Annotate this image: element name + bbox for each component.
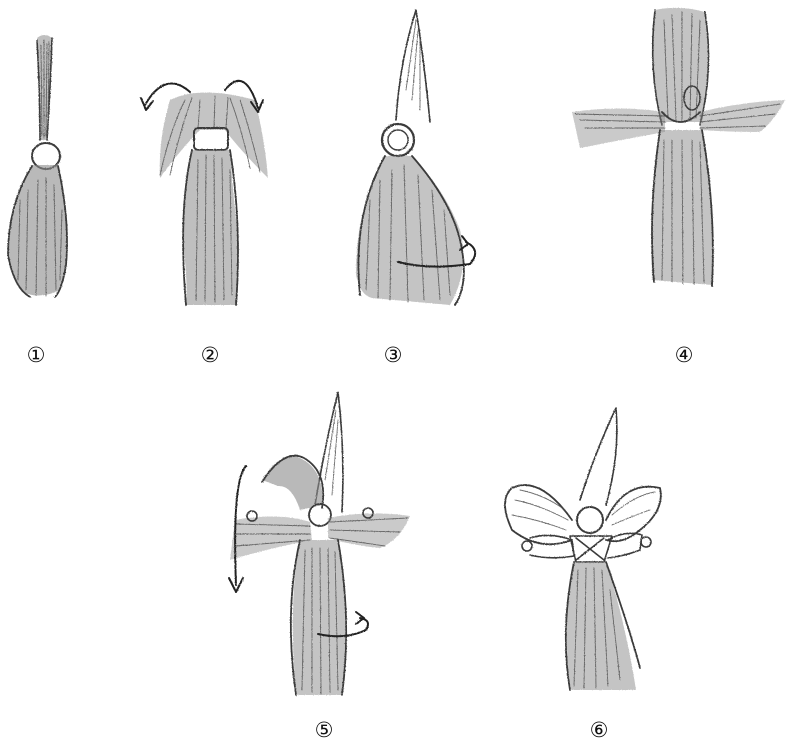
step-6-drawing — [505, 408, 661, 690]
step-2-drawing — [141, 81, 268, 305]
step-6-label: ⑥ — [590, 718, 609, 742]
step-5-label: ⑤ — [315, 718, 334, 742]
step-1-label: ① — [27, 343, 46, 367]
step-3-drawing — [356, 10, 475, 305]
step-4-drawing — [572, 8, 785, 286]
step-2-label: ② — [201, 343, 220, 367]
step-4-label: ④ — [675, 343, 694, 367]
step-3-label: ③ — [384, 343, 403, 367]
step-5-drawing — [229, 392, 410, 695]
step-1-drawing — [8, 35, 67, 297]
